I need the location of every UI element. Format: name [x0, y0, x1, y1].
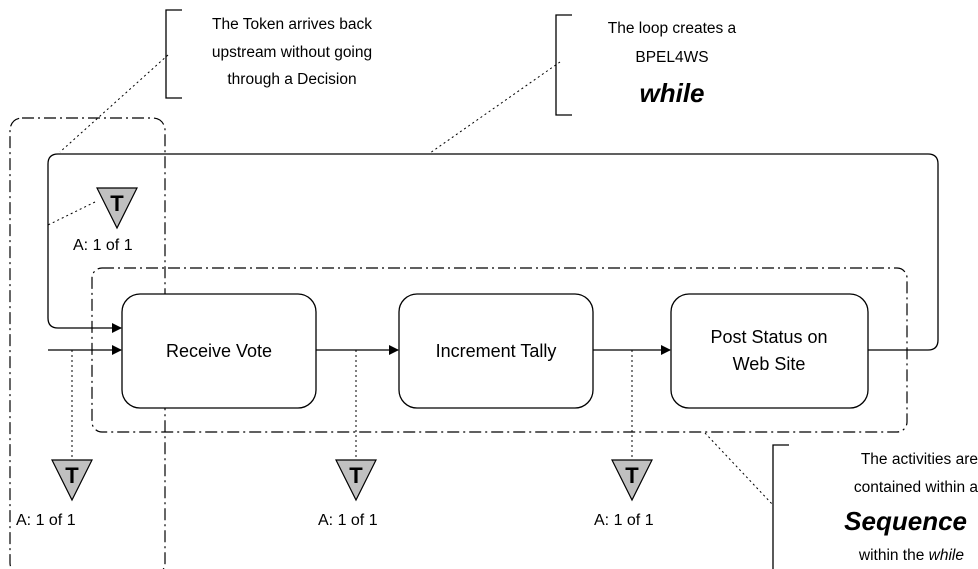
token-association-line: [47, 201, 96, 226]
annotation-connector: [59, 54, 169, 153]
annotation-text-italic: while: [929, 547, 965, 564]
activity-receive-vote-label: Receive Vote: [166, 341, 272, 361]
token-marker: T A: 1 of 1: [594, 459, 654, 529]
annotation-text: The Token arrives back: [212, 16, 372, 33]
token-triangle-icon: [51, 459, 93, 502]
annotation-bracket: [772, 444, 789, 569]
annotation-bracket: [555, 14, 572, 116]
annotation-text: within the while: [858, 547, 964, 564]
token-label: A: 1 of 1: [594, 512, 654, 529]
annotation-loop-while: The loop creates a BPEL4WS while: [429, 14, 737, 154]
activity-post-status-label-line1: Post Status on: [710, 327, 827, 347]
token-marker: T A: 1 of 1: [73, 187, 138, 254]
token-triangle-icon: [611, 459, 653, 502]
token-marker: T A: 1 of 1: [318, 459, 378, 529]
token-label: A: 1 of 1: [73, 237, 133, 254]
activity-increment-tally-label: Increment Tally: [436, 341, 557, 361]
activity-post-status: Post Status on Web Site: [670, 293, 869, 409]
loop-sequence-flow: [47, 153, 939, 351]
annotation-connector: [704, 432, 774, 506]
annotation-emphasis: while: [639, 78, 704, 108]
activity-post-status-label-line2: Web Site: [733, 354, 806, 374]
annotation-text: contained within a: [854, 479, 978, 496]
token-triangle-icon: [96, 187, 138, 230]
token-letter: T: [110, 191, 124, 216]
annotation-text: upstream without going: [212, 44, 372, 61]
token-triangle-icon: [335, 459, 377, 502]
activity-increment-tally: Increment Tally: [398, 293, 594, 409]
token-letter: T: [349, 463, 363, 488]
activity-receive-vote: Receive Vote: [121, 293, 317, 409]
annotation-connector: [429, 61, 561, 154]
token-letter: T: [625, 463, 639, 488]
annotation-text: BPEL4WS: [635, 49, 708, 66]
token-label: A: 1 of 1: [16, 512, 76, 529]
annotation-emphasis: Sequence: [844, 506, 967, 536]
annotation-text: through a Decision: [227, 71, 356, 88]
annotation-sequence: The activities are contained within a Se…: [704, 432, 978, 569]
annotation-text-prefix: within the: [858, 547, 929, 564]
annotation-token-upstream: The Token arrives back upstream without …: [59, 9, 372, 153]
annotation-bracket: [165, 9, 182, 99]
token-label: A: 1 of 1: [318, 512, 378, 529]
annotation-text: The loop creates a: [608, 20, 737, 37]
annotation-text: The activities are: [861, 451, 978, 468]
token-letter: T: [65, 463, 79, 488]
token-marker: T A: 1 of 1: [16, 459, 93, 529]
